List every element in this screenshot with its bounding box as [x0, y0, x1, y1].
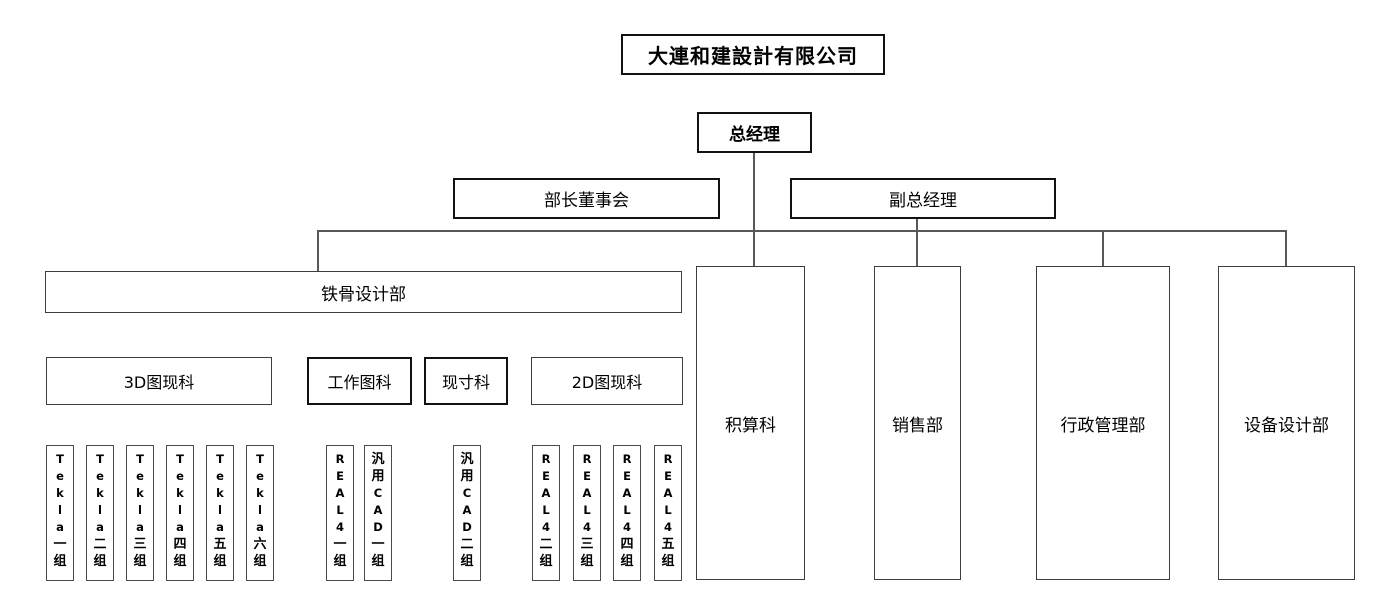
node-company-title: 大連和建設計有限公司: [621, 34, 885, 75]
node-steel-design-dept: 铁骨设计部: [45, 271, 682, 313]
node-section-3d-drawing: 3D图现科: [46, 357, 272, 405]
connector-drop-admin: [1102, 230, 1104, 266]
node-dept-sales: 销售部: [874, 266, 961, 580]
node-section-2d-drawing: 2D图现科: [531, 357, 683, 405]
node-dept-cost-estimation: 积算科: [696, 266, 805, 580]
connector-drop-steel-design: [317, 230, 319, 271]
connector-trunk-gm-to-cost-estimation: [753, 153, 755, 266]
node-general-manager: 总经理: [697, 112, 812, 153]
node-deputy-general-manager: 副总经理: [790, 178, 1056, 219]
connector-horizontal-rail: [317, 230, 1287, 232]
connector-drop-equipment: [1285, 230, 1287, 266]
node-section-full-scale: 现寸科: [424, 357, 508, 405]
connector-drop-deputy-to-sales: [916, 219, 918, 266]
node-dept-administration: 行政管理部: [1036, 266, 1170, 580]
node-section-working-drawing: 工作图科: [307, 357, 412, 405]
node-dept-equipment-design: 设备设计部: [1218, 266, 1355, 580]
node-board-of-directors: 部长董事会: [453, 178, 720, 219]
